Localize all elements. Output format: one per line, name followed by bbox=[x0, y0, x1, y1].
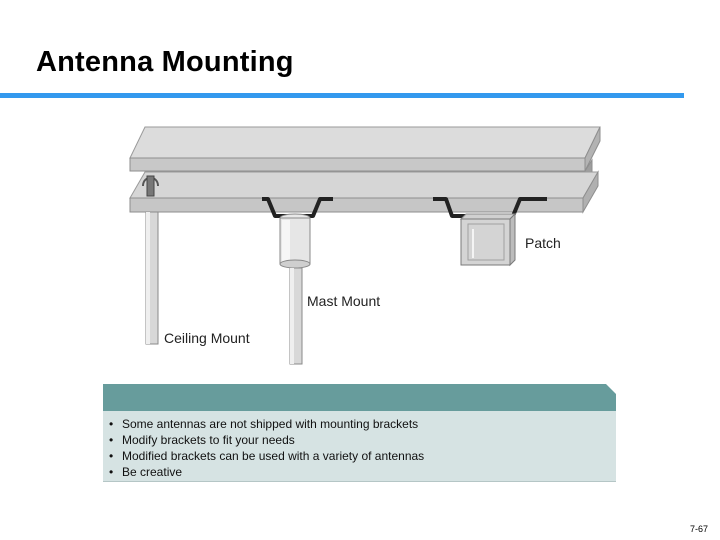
patch-antenna-icon bbox=[433, 197, 547, 267]
slide-title: Antenna Mounting bbox=[36, 46, 294, 78]
list-item: • Be creative bbox=[109, 464, 424, 480]
page-number: 7-67 bbox=[689, 524, 708, 534]
patch-label: Patch bbox=[525, 235, 561, 251]
notes-panel: • Some antennas are not shipped with moun… bbox=[103, 384, 616, 482]
note-text: Modified brackets can be used with a var… bbox=[122, 449, 425, 463]
notes-list: • Some antennas are not shipped with moun… bbox=[109, 416, 424, 480]
mast-mount-icon bbox=[262, 197, 333, 365]
ceiling-mount-icon bbox=[142, 175, 159, 345]
note-text: Be creative bbox=[122, 465, 183, 479]
beam-top-flange-side bbox=[584, 126, 601, 172]
notes-panel-header bbox=[103, 384, 616, 411]
bullet: • bbox=[109, 449, 114, 463]
title-underline bbox=[0, 93, 684, 98]
beam-top-flange-front bbox=[129, 157, 586, 172]
bullet: • bbox=[109, 465, 114, 479]
mast-mount-label: Mast Mount bbox=[307, 293, 381, 309]
beam-bottom-flange-side bbox=[582, 170, 599, 214]
bullet: • bbox=[109, 417, 114, 431]
note-text: Some antennas are not shipped with mount… bbox=[122, 417, 419, 431]
beam-bottom-flange-top bbox=[129, 171, 599, 199]
ceiling-mount-label: Ceiling Mount bbox=[164, 330, 250, 346]
bullet: • bbox=[109, 433, 114, 447]
beam-top-flange-top bbox=[129, 126, 601, 159]
note-text: Modify brackets to fit your needs bbox=[122, 433, 295, 447]
list-item: • Modified brackets can be used with a va… bbox=[109, 448, 424, 464]
list-item: • Some antennas are not shipped with moun… bbox=[109, 416, 424, 432]
list-item: • Modify brackets to fit your needs bbox=[109, 432, 424, 448]
